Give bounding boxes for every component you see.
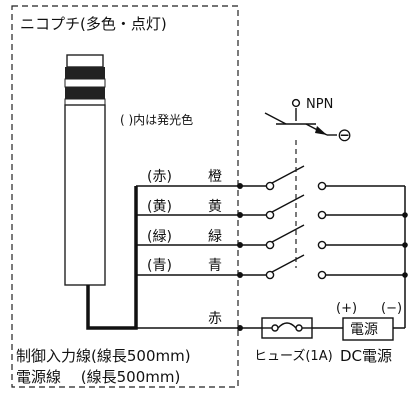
switch-array <box>240 165 405 280</box>
ground-minus-icon: ⊖ <box>337 125 352 146</box>
branch-wires <box>136 185 262 329</box>
wire-color-label: 橙 <box>208 169 222 185</box>
tower-cap <box>66 54 104 68</box>
wire-emission-label: (赤) <box>147 169 172 185</box>
transistor-label: NPN <box>306 97 333 112</box>
power-supply-box <box>342 317 394 341</box>
signal-tower <box>64 54 106 286</box>
product-boundary <box>11 5 239 388</box>
bus-junctions <box>402 212 408 278</box>
power-wire-label: 電源線 (線長500mm) <box>16 368 180 386</box>
tower-pole <box>64 104 106 286</box>
wire-color-label: 黄 <box>208 198 222 215</box>
tower-band-1 <box>65 67 105 79</box>
emitter-arrow-icon <box>315 126 327 135</box>
collector-terminal <box>291 98 301 108</box>
npn-transistor-icon <box>264 108 337 136</box>
fuse-label: ヒューズ(1A) <box>254 348 333 364</box>
wire-color-label: 赤 <box>208 311 222 327</box>
wire-color-label: 青 <box>208 258 222 274</box>
tower-band-3 <box>65 87 105 99</box>
wire-bundle <box>86 186 138 330</box>
control-wire-label: 制御入力線(線長500mm) <box>16 347 191 365</box>
wire-emission-label: (青) <box>147 258 172 274</box>
plus-terminal-label: (+) <box>336 301 357 316</box>
emission-note: ( )内は発光色 <box>120 113 193 127</box>
tower-band-2 <box>64 78 106 88</box>
product-title: ニコプチ(多色・点灯) <box>20 15 167 33</box>
wire-emission-label: (黄) <box>147 198 172 215</box>
wire-emission-label: (緑) <box>147 229 172 245</box>
wire-color-label: 緑 <box>208 229 222 245</box>
minus-terminal-label: (−) <box>381 301 402 316</box>
tower-band-4 <box>64 98 106 106</box>
power-supply-label: 電源 <box>350 322 378 338</box>
fuse-element <box>262 322 312 332</box>
dc-power-label: DC電源 <box>340 347 392 365</box>
